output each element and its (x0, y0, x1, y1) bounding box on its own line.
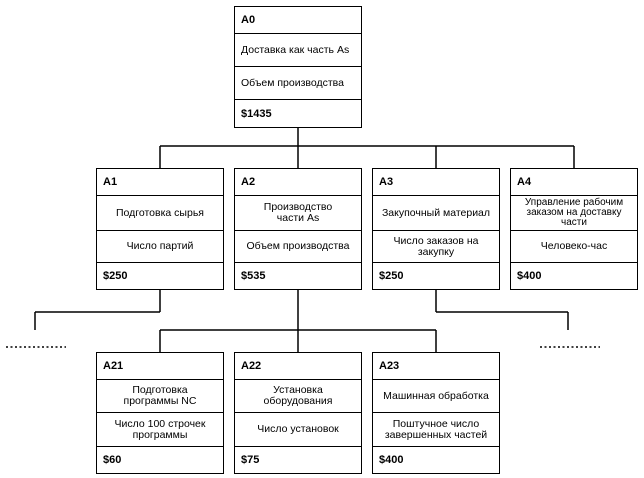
node-a0-title: Доставка как часть As (235, 33, 361, 66)
node-a23-driver: Поштучное число завершенных частей (373, 412, 499, 446)
node-a0-cost: $1435 (235, 99, 361, 128)
node-a21-title: Подготовка программы NC (97, 379, 223, 412)
node-a22-cost: $75 (235, 446, 361, 474)
node-a0: A0 Доставка как часть As Объем производс… (234, 6, 362, 128)
node-a2-driver: Объем производства (235, 230, 361, 262)
node-a3: A3 Закупочный материал Число заказов на … (372, 168, 500, 290)
node-a4-cost: $400 (511, 262, 637, 290)
node-a22-title: Установка оборудования (235, 379, 361, 412)
node-a21: A21 Подготовка программы NC Число 100 ст… (96, 352, 224, 474)
node-a21-id: A21 (103, 359, 124, 372)
node-a22-id: A22 (241, 359, 262, 372)
node-a3-driver: Число заказов на закупку (373, 230, 499, 262)
node-a2-id: A2 (241, 175, 256, 188)
node-a2: A2 Производство части As Объем производс… (234, 168, 362, 290)
node-a1-driver: Число партий (97, 230, 223, 262)
node-a4-title: Управление рабочим заказом на доставку ч… (511, 195, 637, 230)
node-a1-title: Подготовка сырья (97, 195, 223, 230)
node-a23-title: Машинная обработка (373, 379, 499, 412)
node-a2-cost: $535 (235, 262, 361, 290)
node-a1-id: A1 (103, 175, 118, 188)
node-a1: A1 Подготовка сырья Число партий $250 (96, 168, 224, 290)
node-a4-driver: Человеко-час (511, 230, 637, 262)
node-a0-id: A0 (241, 13, 256, 26)
node-a3-cost: $250 (373, 262, 499, 290)
node-a23: A23 Машинная обработка Поштучное число з… (372, 352, 500, 474)
node-a21-driver: Число 100 строчек программы (97, 412, 223, 446)
node-a22-driver: Число установок (235, 412, 361, 446)
node-a1-cost: $250 (97, 262, 223, 290)
node-a0-driver: Объем производства (235, 66, 361, 99)
node-a22: A22 Установка оборудования Число установ… (234, 352, 362, 474)
node-a21-cost: $60 (97, 446, 223, 474)
node-a3-id: A3 (379, 175, 394, 188)
node-a4-id: A4 (517, 175, 532, 188)
node-a23-cost: $400 (373, 446, 499, 474)
node-a23-id: A23 (379, 359, 400, 372)
node-a3-title: Закупочный материал (373, 195, 499, 230)
node-a2-title: Производство части As (235, 195, 361, 230)
node-a4: A4 Управление рабочим заказом на доставк… (510, 168, 638, 290)
